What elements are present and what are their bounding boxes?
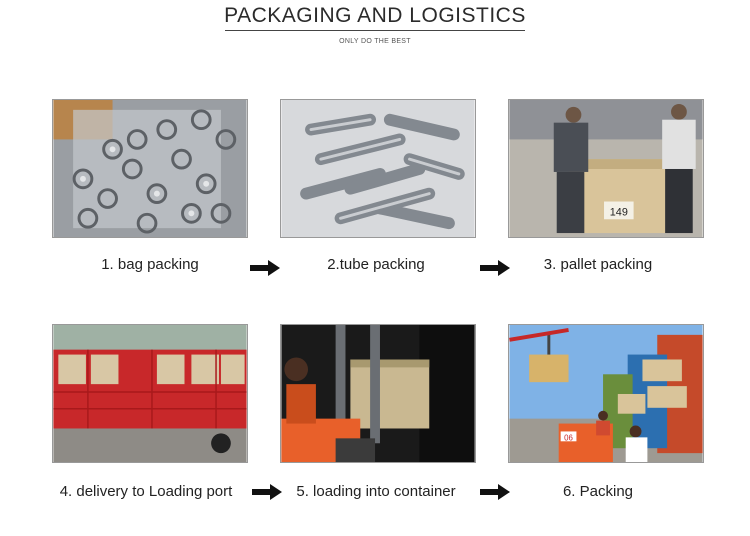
bag-of-bearings-image [53,100,247,237]
step-3-caption: 3. pallet packing [543,256,653,273]
pallet-workers-image: 149 [509,100,703,237]
forklift-number: 06 [564,433,573,442]
arrow-right-icon [480,484,510,500]
port-forklift-image: 06 [509,325,703,462]
photo-pallet-packing: 149 [508,99,704,238]
red-truck-image [53,325,247,462]
step-5-caption: 5. loading into container [296,483,456,500]
photo-port-forklift: 06 [508,324,704,463]
forklift-container-image [281,325,475,462]
page-title: PACKAGING AND LOGISTICS [224,4,526,27]
step-6-caption: 6. Packing [562,483,634,500]
title-underline [225,30,525,31]
arrow-right-icon [480,260,510,276]
step-1-caption: 1. bag packing [101,256,199,273]
photo-bag-packing [52,99,248,238]
photo-loading-container [280,324,476,463]
bearing-tubes-image [281,100,475,237]
step-2-caption: 2.tube packing [327,256,425,273]
arrow-right-icon [252,484,282,500]
page-subtitle: ONLY DO THE BEST [339,38,411,45]
step-4-caption: 4. delivery to Loading port [59,483,233,500]
photo-tube-packing [280,99,476,238]
photo-delivery-truck [52,324,248,463]
pallet-label: 149 [610,206,628,218]
arrow-right-icon [250,260,280,276]
